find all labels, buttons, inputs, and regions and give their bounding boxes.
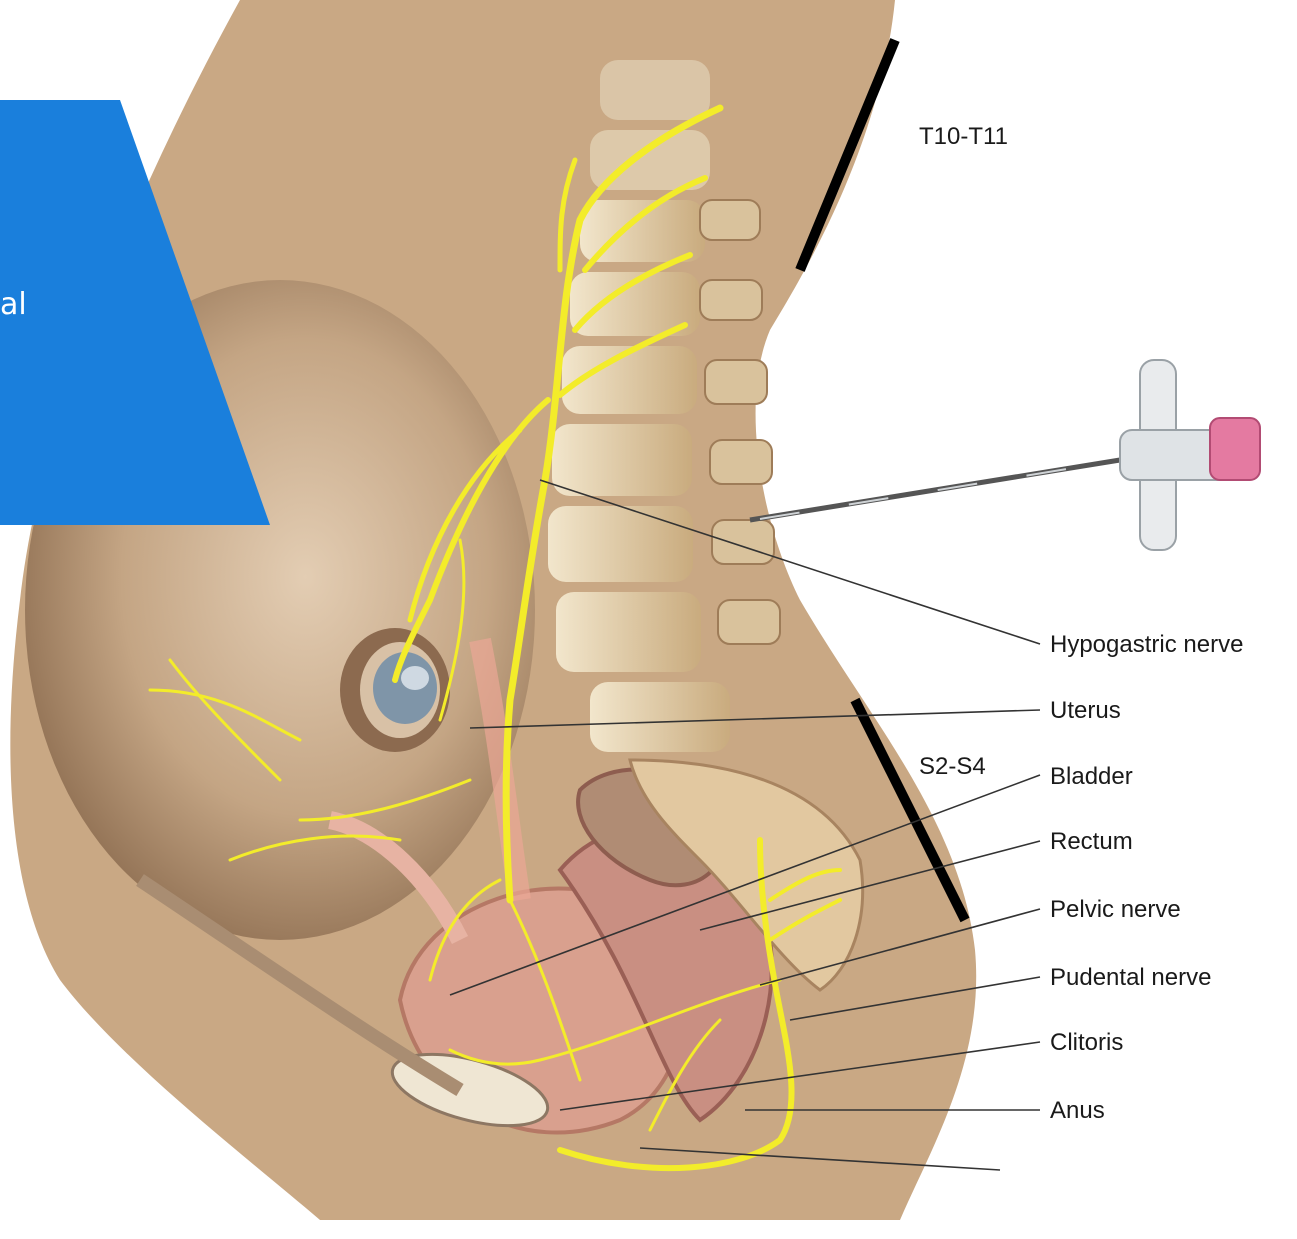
label-pelvic-nerve: Pelvic nerve [1050, 898, 1181, 922]
label-pudental-nerve: Pudental nerve [1050, 966, 1211, 990]
spinal-needle-icon [750, 360, 1260, 550]
fetal-head [340, 628, 450, 752]
banner-text-fragment: al [0, 290, 27, 320]
label-uterus: Uterus [1050, 699, 1121, 723]
segment-label-lower: S2-S4 [919, 755, 986, 779]
label-clitoris: Clitoris [1050, 1031, 1123, 1055]
label-anus: Anus [1050, 1099, 1105, 1123]
label-hypogastric-nerve: Hypogastric nerve [1050, 633, 1243, 657]
label-bladder: Bladder [1050, 765, 1133, 789]
label-rectum: Rectum [1050, 830, 1133, 854]
segment-label-upper: T10-T11 [919, 125, 1008, 149]
